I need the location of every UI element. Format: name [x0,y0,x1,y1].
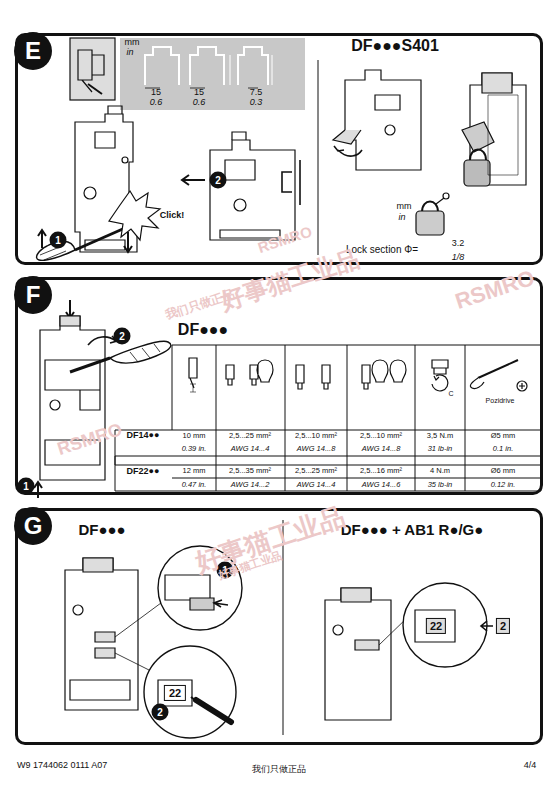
heading-label: DF●●● + AB1 R●/G● [341,522,484,539]
table-cell: 0.12 in. [491,481,516,489]
table-cell: AWG 14...6 [362,481,401,489]
text-label: 7.5 [250,88,263,98]
text-label: 我们只做正品 [252,765,306,775]
text-label: 3.2 [452,239,465,249]
table-cell: 2,5...10 mm² [295,432,337,440]
callout-number: 1 [50,232,67,249]
table-cell: 31 lb-in [428,445,453,453]
table-cell: AWG 14...4 [297,481,336,489]
callout-number: 2 [152,704,169,721]
heading-label: DF●●● [178,321,228,339]
text-label: 2 [496,618,510,634]
text-label: 0.6 [193,98,206,108]
step-letter: G [14,507,52,545]
table-cell: 0.1 in. [493,445,513,453]
table-cell: 2,5...35 mm² [229,467,271,475]
text-label: in [126,48,133,58]
text-label: W9 1744062 0111 A07 [17,761,107,771]
table-cell: 2,5...16 mm² [360,467,402,475]
text-label: in [398,213,405,223]
text-label: 0.6 [150,98,163,108]
table-cell: 4 N.m [430,467,450,475]
text-label: 22 [164,685,186,701]
text-label: 0.3 [250,98,263,108]
callout-number: 2 [114,328,131,345]
table-cell: 0.47 in. [182,481,207,489]
table-cell: DF14●● [127,431,160,441]
watermark: 好事猫工业品 [217,245,362,315]
heading-label: DF●●●S401 [351,37,439,55]
table-cell: AWG 14...4 [231,445,270,453]
step-letter: E [14,32,52,70]
step-letter: F [14,276,52,314]
text-label: 4/4 [524,761,537,771]
text-label: 15 [194,88,204,98]
table-cell: AWG 14...2 [231,481,270,489]
table-cell: 12 mm [183,467,206,475]
text-label: mm [125,38,140,48]
table-cell: 10 mm [183,432,206,440]
text-label: mm [397,202,412,212]
table-cell: Pozidrive [486,397,515,405]
heading-label: DF●●● [78,522,125,539]
table-cell: AWG 14...8 [362,445,401,453]
table-cell: Ø5 mm [491,432,516,440]
table-cell: AWG 14...8 [297,445,336,453]
callout-number: 1 [18,478,35,495]
table-cell: Ø6 mm [491,467,516,475]
text-label: 22 [426,618,446,634]
table-cell: 35 lb-in [428,481,453,489]
text-label: 15 [151,88,161,98]
table-cell: 2,5...10 mm² [360,432,402,440]
table-cell: C [448,390,453,398]
watermark: 好事猫工业品 [191,502,348,577]
table-cell: 0.39 in. [182,445,207,453]
callout-number: 2 [210,172,227,189]
heading-label: Click! [160,211,185,221]
table-cell: 2,5...25 mm² [229,432,271,440]
table-cell: 2,5...25 mm² [295,467,337,475]
table-cell: DF22●● [127,467,160,477]
text-label: 1/8 [452,253,465,263]
step-panel: E [15,33,543,265]
watermark: RSMRO [452,266,537,314]
table-cell: 3,5 N.m [427,432,453,440]
